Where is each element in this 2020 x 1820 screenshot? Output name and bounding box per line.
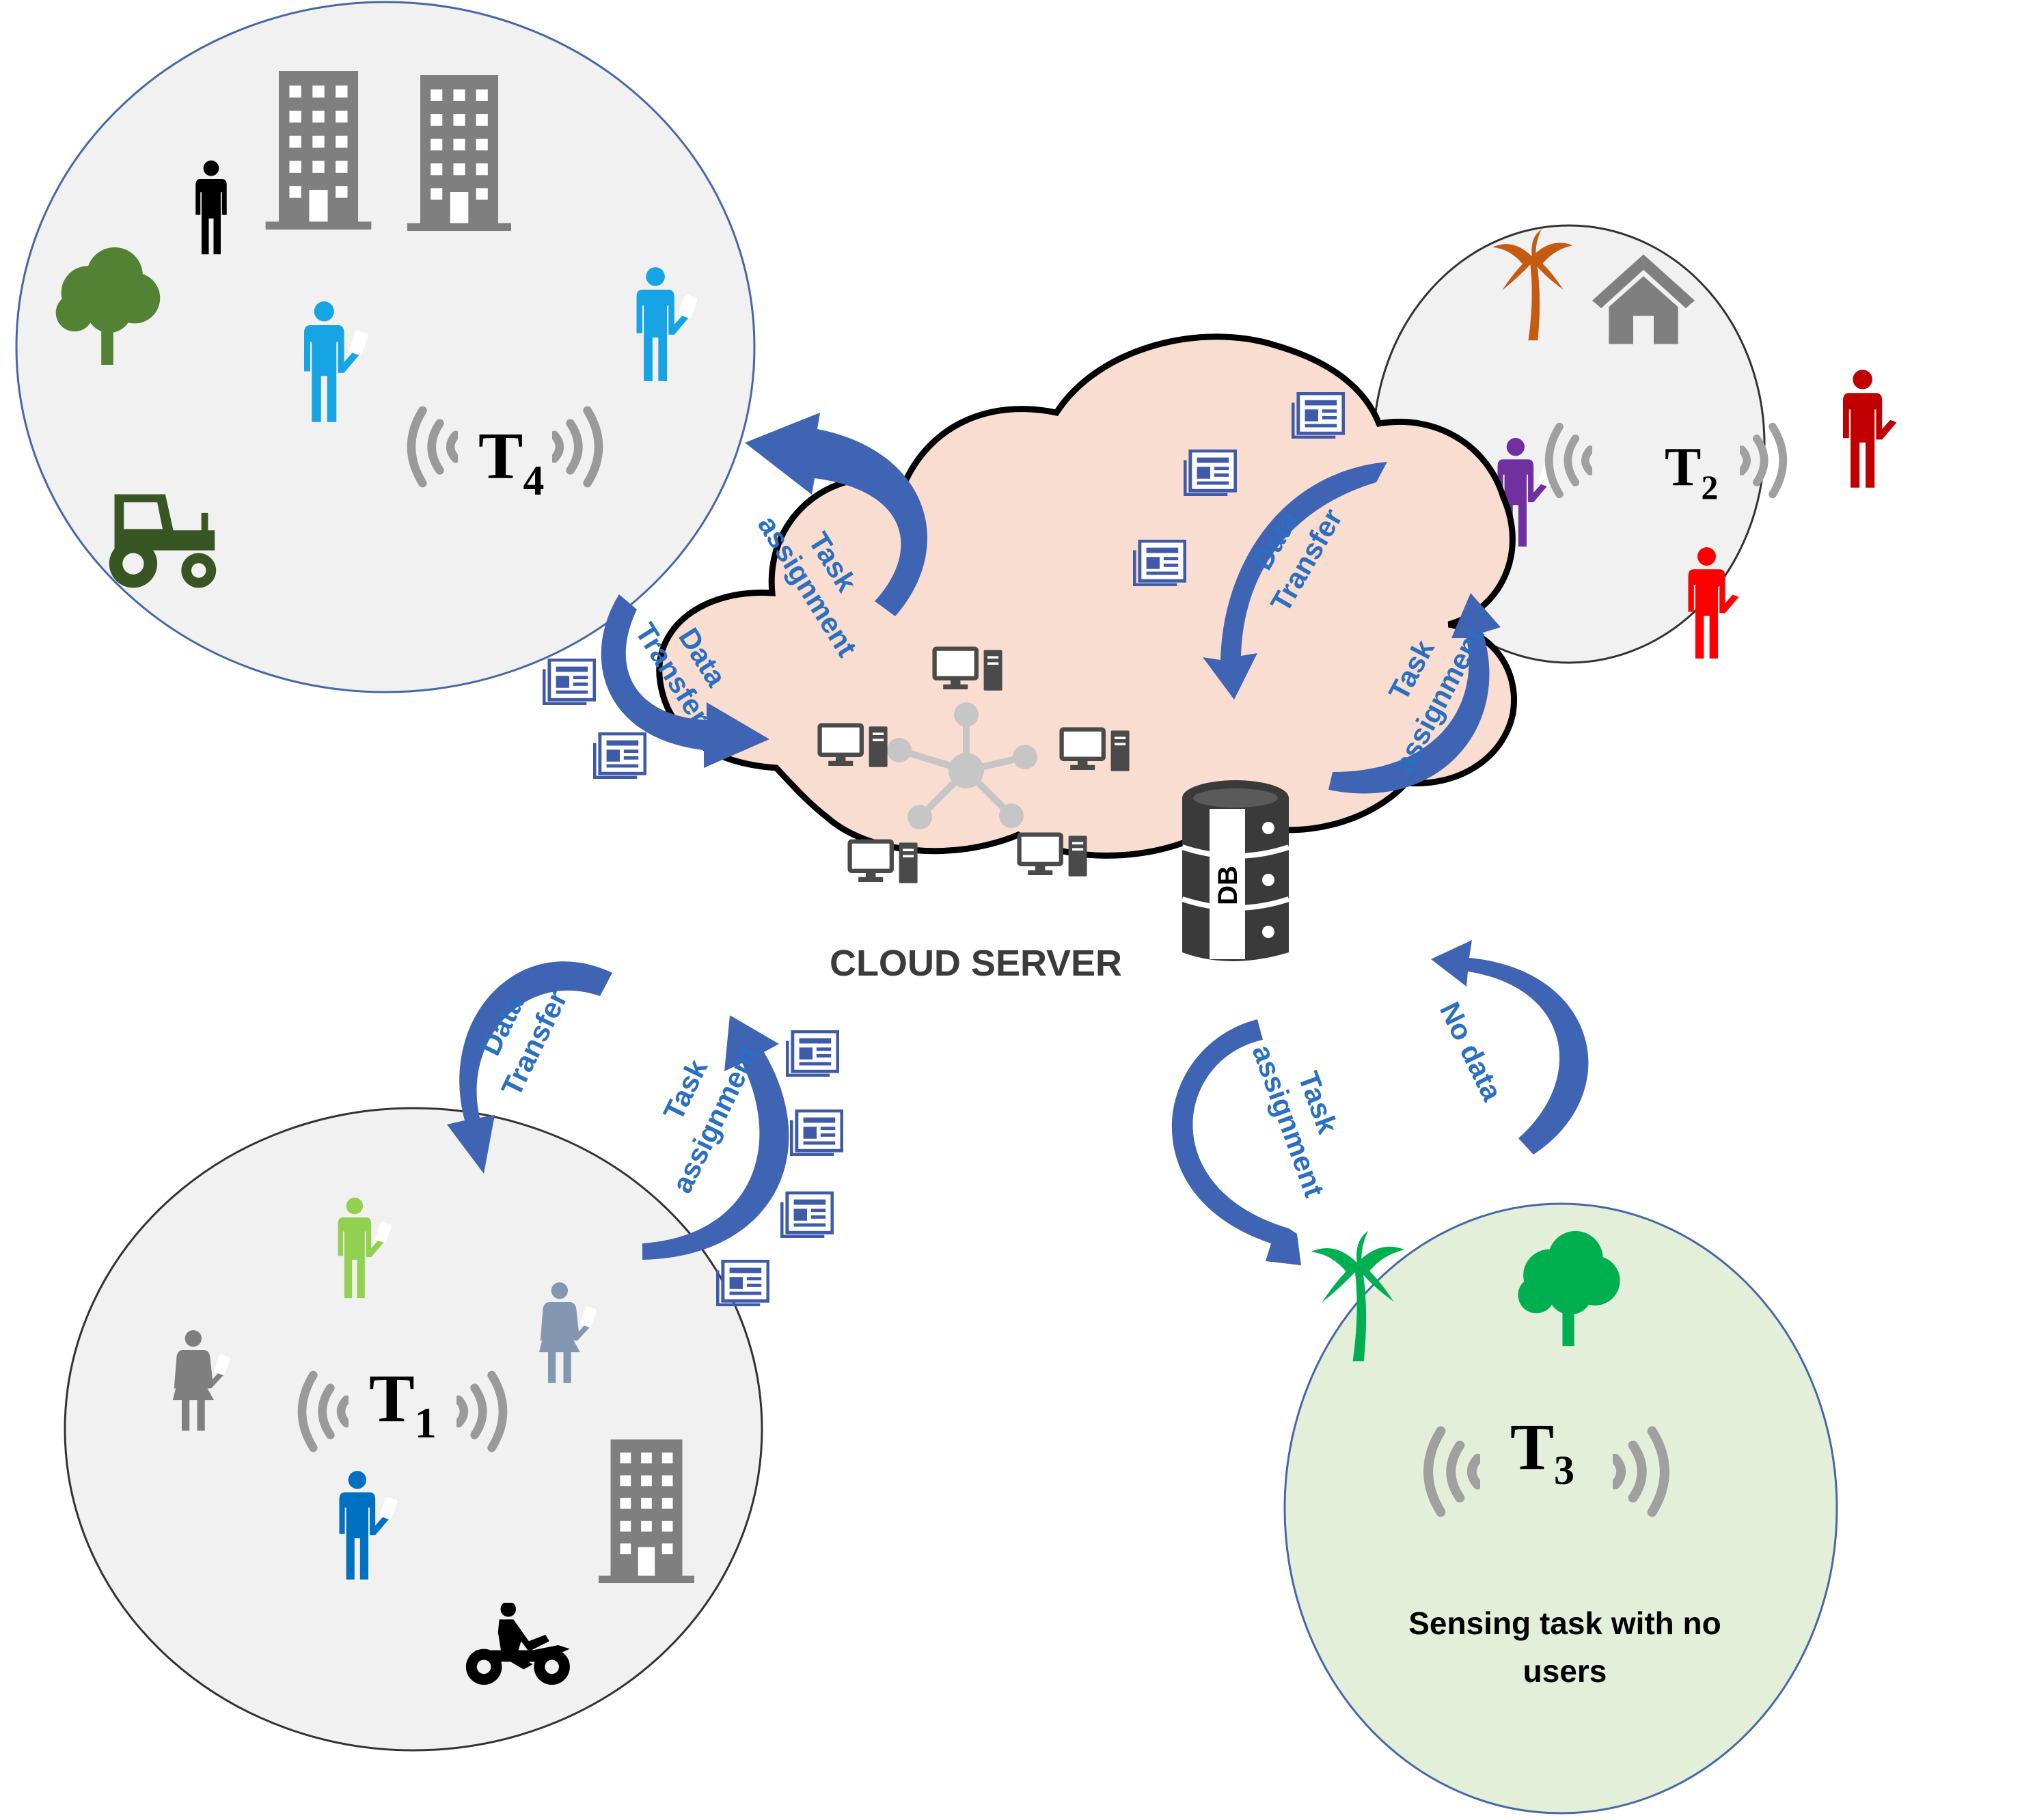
document-icon <box>1185 451 1236 495</box>
document-icon <box>787 1032 838 1075</box>
arrow-data-transfer-t1 <box>447 961 612 1174</box>
zone-t3: T3 Sensing task with no users <box>1283 1202 1838 1815</box>
task-label-t4: T4 <box>478 419 544 504</box>
t3-caption-line2: users <box>1523 1653 1607 1689</box>
zone-t1: T1 <box>64 1107 763 1752</box>
building-icon <box>599 1439 694 1583</box>
arrow-task-assignment-t4 <box>745 413 927 616</box>
document-icon <box>595 734 645 777</box>
document-icon <box>544 660 595 704</box>
flow-label-t1-task: Task assignment <box>630 1023 765 1198</box>
document-icon <box>718 1261 768 1305</box>
document-icon <box>1293 394 1343 437</box>
building-icon <box>407 75 511 231</box>
building-icon <box>265 71 372 230</box>
network-hub-icon <box>887 702 1037 829</box>
user-with-phone-icon <box>1843 370 1907 488</box>
computer-icon <box>850 842 918 883</box>
task-label-t2: T2 <box>1665 437 1718 506</box>
task-label-t3: T3 <box>1510 1410 1574 1493</box>
database-icon: DB <box>1181 780 1290 961</box>
arrow-data-transfer-t2 <box>1203 462 1387 700</box>
zone-t4: T4 <box>15 1 756 693</box>
computer-icon <box>1020 835 1087 877</box>
arrow-task-assignment-t3 <box>1171 1019 1301 1265</box>
flow-label-t3-nodata: No data <box>1434 997 1509 1106</box>
document-icon <box>782 1193 832 1237</box>
arrow-task-assignment-t1 <box>642 1015 789 1260</box>
document-icon <box>1134 541 1185 585</box>
arrow-data-transfer-t4 <box>601 594 769 768</box>
arrow-no-data-t3 <box>1431 940 1589 1155</box>
task-label-t1: T1 <box>369 1360 437 1447</box>
document-icon <box>791 1111 842 1155</box>
cloud-server: DB CLOUD SERVER <box>656 333 1517 984</box>
cloud-server-label: CLOUD SERVER <box>830 943 1122 984</box>
flow-arrows <box>447 413 1589 1265</box>
arrow-task-assignment-t2 <box>1328 593 1501 794</box>
db-label: DB <box>1213 866 1243 905</box>
flow-label-t3-task: Task assignment <box>1246 1029 1363 1202</box>
t3-caption-line1: Sensing task with no <box>1408 1605 1721 1641</box>
